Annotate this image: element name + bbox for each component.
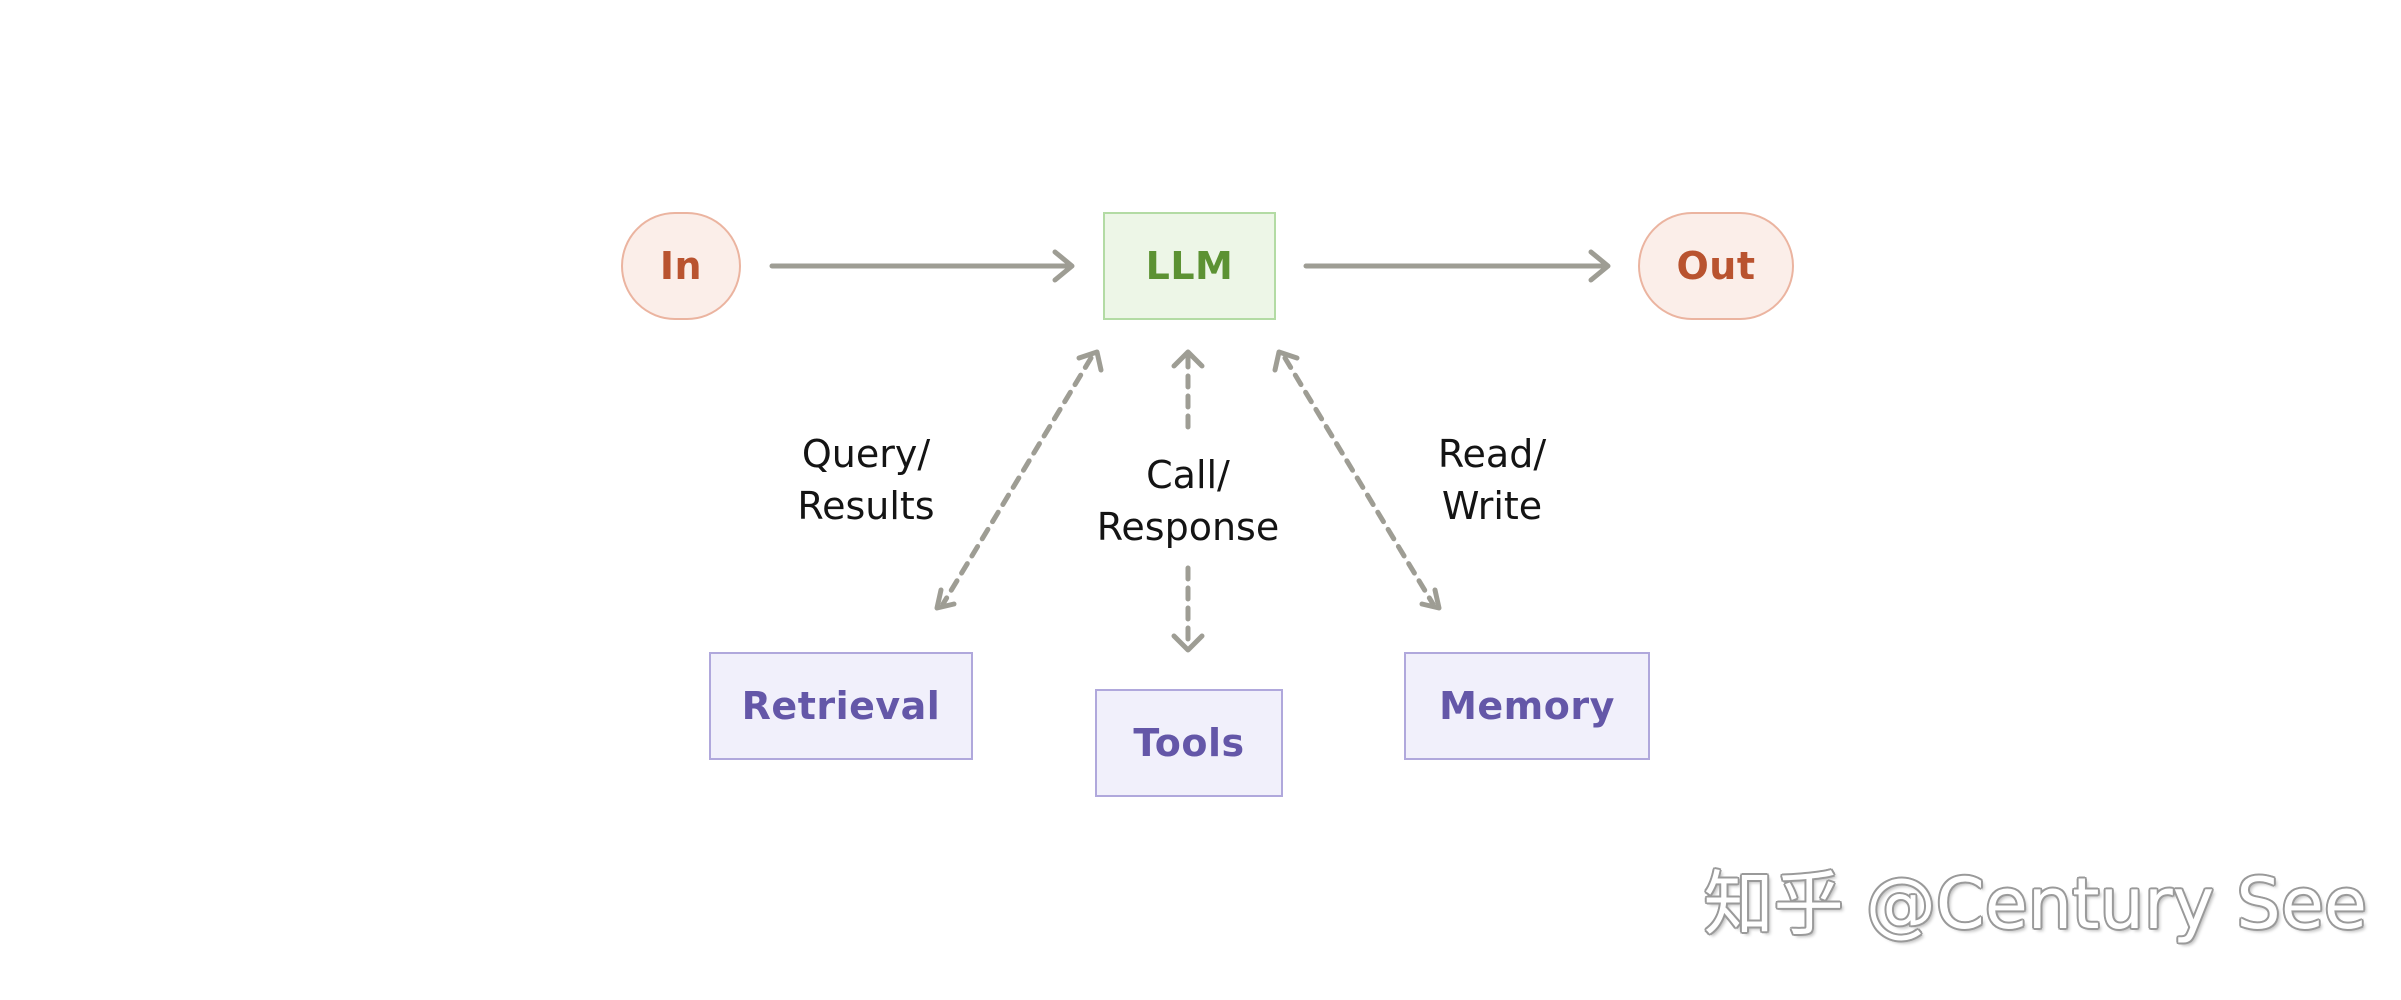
- tools-node: Tools: [1095, 689, 1283, 797]
- tools-edge-label: Call/ Response: [1096, 453, 1280, 549]
- arrow-in-to-llm: [769, 249, 1075, 283]
- arrow-llm-to-out: [1303, 249, 1611, 283]
- zhihu-watermark: 知乎 @Century See: [1703, 863, 2367, 945]
- arrow-llm-retrieval: [934, 349, 1104, 611]
- output-node: Out: [1638, 212, 1794, 320]
- arrow-llm-memory: [1272, 349, 1442, 611]
- memory-node: Memory: [1404, 652, 1650, 760]
- llm-node: LLM: [1103, 212, 1276, 320]
- memory-edge-label: Read/ Write: [1437, 432, 1547, 528]
- input-node: In: [621, 212, 741, 320]
- retrieval-edge-label: Query/ Results: [797, 432, 935, 528]
- retrieval-node: Retrieval: [709, 652, 973, 760]
- arrow-llm-tools: [1171, 349, 1205, 653]
